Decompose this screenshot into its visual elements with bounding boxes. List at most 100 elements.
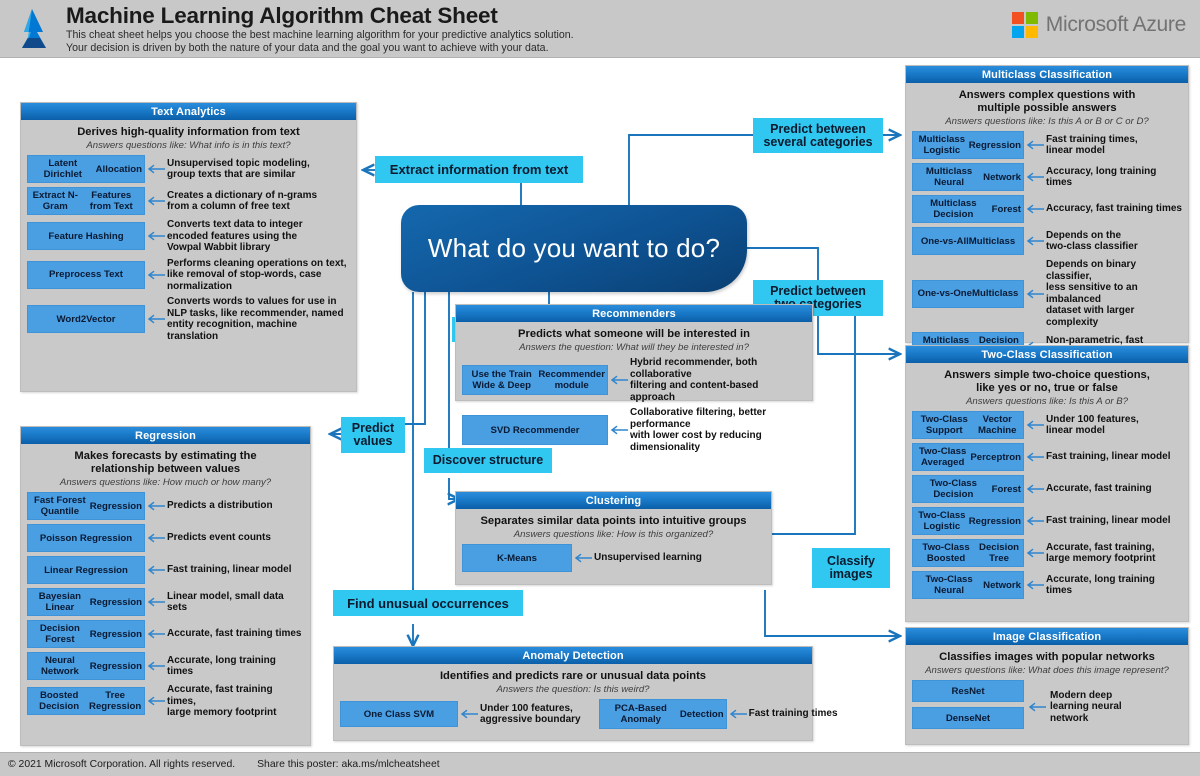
panel-question: Answers questions like: How much or how … xyxy=(59,477,272,488)
panel-title-image-classification: Image Classification xyxy=(906,628,1188,645)
arrow-connector xyxy=(145,597,167,607)
algorithm-note: Depends on binary classifier,less sensit… xyxy=(1046,259,1138,328)
page-title: Machine Learning Algorithm Cheat Sheet xyxy=(66,3,498,28)
left-arrow-icon xyxy=(147,164,165,174)
panel-body: Derives high-quality information from te… xyxy=(21,120,356,352)
algorithm-box[interactable]: ResNet xyxy=(912,680,1024,702)
algorithm-box[interactable]: One Class SVM xyxy=(340,701,458,727)
algorithm-note: Predicts event counts xyxy=(167,532,271,544)
arrow-connector xyxy=(608,425,630,435)
left-arrow-icon xyxy=(147,661,165,671)
arrow-connector xyxy=(145,270,167,280)
label-extract-information-from-text[interactable]: Extract information from text xyxy=(375,156,583,183)
algorithm-box[interactable]: SVD Recommender xyxy=(462,415,608,445)
label-find-unusual-occurrences[interactable]: Find unusual occurrences xyxy=(333,590,523,616)
algorithm-row: Poisson Regression Predicts event counts xyxy=(27,524,304,552)
arrow-connector xyxy=(608,375,630,385)
azure-logo-icon xyxy=(22,9,46,48)
algorithm-box[interactable]: Feature Hashing xyxy=(27,222,145,251)
left-arrow-icon xyxy=(147,270,165,280)
panel-description: Derives high-quality information from te… xyxy=(77,126,300,138)
arrow-connector xyxy=(1024,580,1046,590)
microsoft-azure-brand: Microsoft Azure xyxy=(1011,12,1186,38)
page-subtitle-line1: This cheat sheet helps you choose the be… xyxy=(66,29,574,41)
panel-description: Separates similar data points into intui… xyxy=(480,515,747,527)
algorithm-note: Linear model, small data sets xyxy=(167,590,284,614)
algorithm-box[interactable]: Preprocess Text xyxy=(27,260,145,289)
arrow-connector xyxy=(1024,204,1046,214)
algorithm-note: Fast training, linear model xyxy=(1046,451,1171,463)
algorithm-box[interactable]: Word2Vector xyxy=(27,305,145,333)
algorithm-note: Unsupervised learning xyxy=(594,552,702,564)
algorithm-box[interactable]: DenseNet xyxy=(912,707,1024,729)
arrow-connector xyxy=(145,314,167,324)
label-discover-structure[interactable]: Discover structure xyxy=(424,448,552,473)
algorithm-box[interactable]: K-Means xyxy=(462,544,572,572)
panel-question: Answers questions like: Is this A or B o… xyxy=(945,116,1149,127)
left-arrow-icon xyxy=(1026,172,1044,182)
algorithm-note: Accuracy, fast training times xyxy=(1046,203,1182,215)
panel-body: Predicts what someone will be interested… xyxy=(456,322,812,463)
algorithm-note: Accuracy, long training times xyxy=(1046,165,1157,189)
panel-title-two-class-classification: Two-Class Classification xyxy=(906,346,1188,363)
left-arrow-icon xyxy=(1026,420,1044,430)
panel-question: Answers questions like: What info is in … xyxy=(86,140,291,151)
arrow-connector xyxy=(145,696,167,706)
arrow-connector xyxy=(572,553,594,563)
panel-body: Answers simple two-choice questions,like… xyxy=(906,363,1188,609)
arrow-connector xyxy=(145,661,167,671)
algorithm-box[interactable]: Linear Regression xyxy=(27,556,145,584)
arrow-connector xyxy=(1024,516,1046,526)
arrow-connector xyxy=(1024,484,1046,494)
center-question-text: What do you want to do? xyxy=(427,233,721,263)
algorithm-box[interactable]: Poisson Regression xyxy=(27,524,145,552)
left-arrow-icon xyxy=(1026,204,1044,214)
left-arrow-icon xyxy=(1026,548,1044,558)
algorithm-note: Accurate, fast training,large memory foo… xyxy=(1046,541,1156,565)
left-arrow-icon xyxy=(147,231,165,241)
